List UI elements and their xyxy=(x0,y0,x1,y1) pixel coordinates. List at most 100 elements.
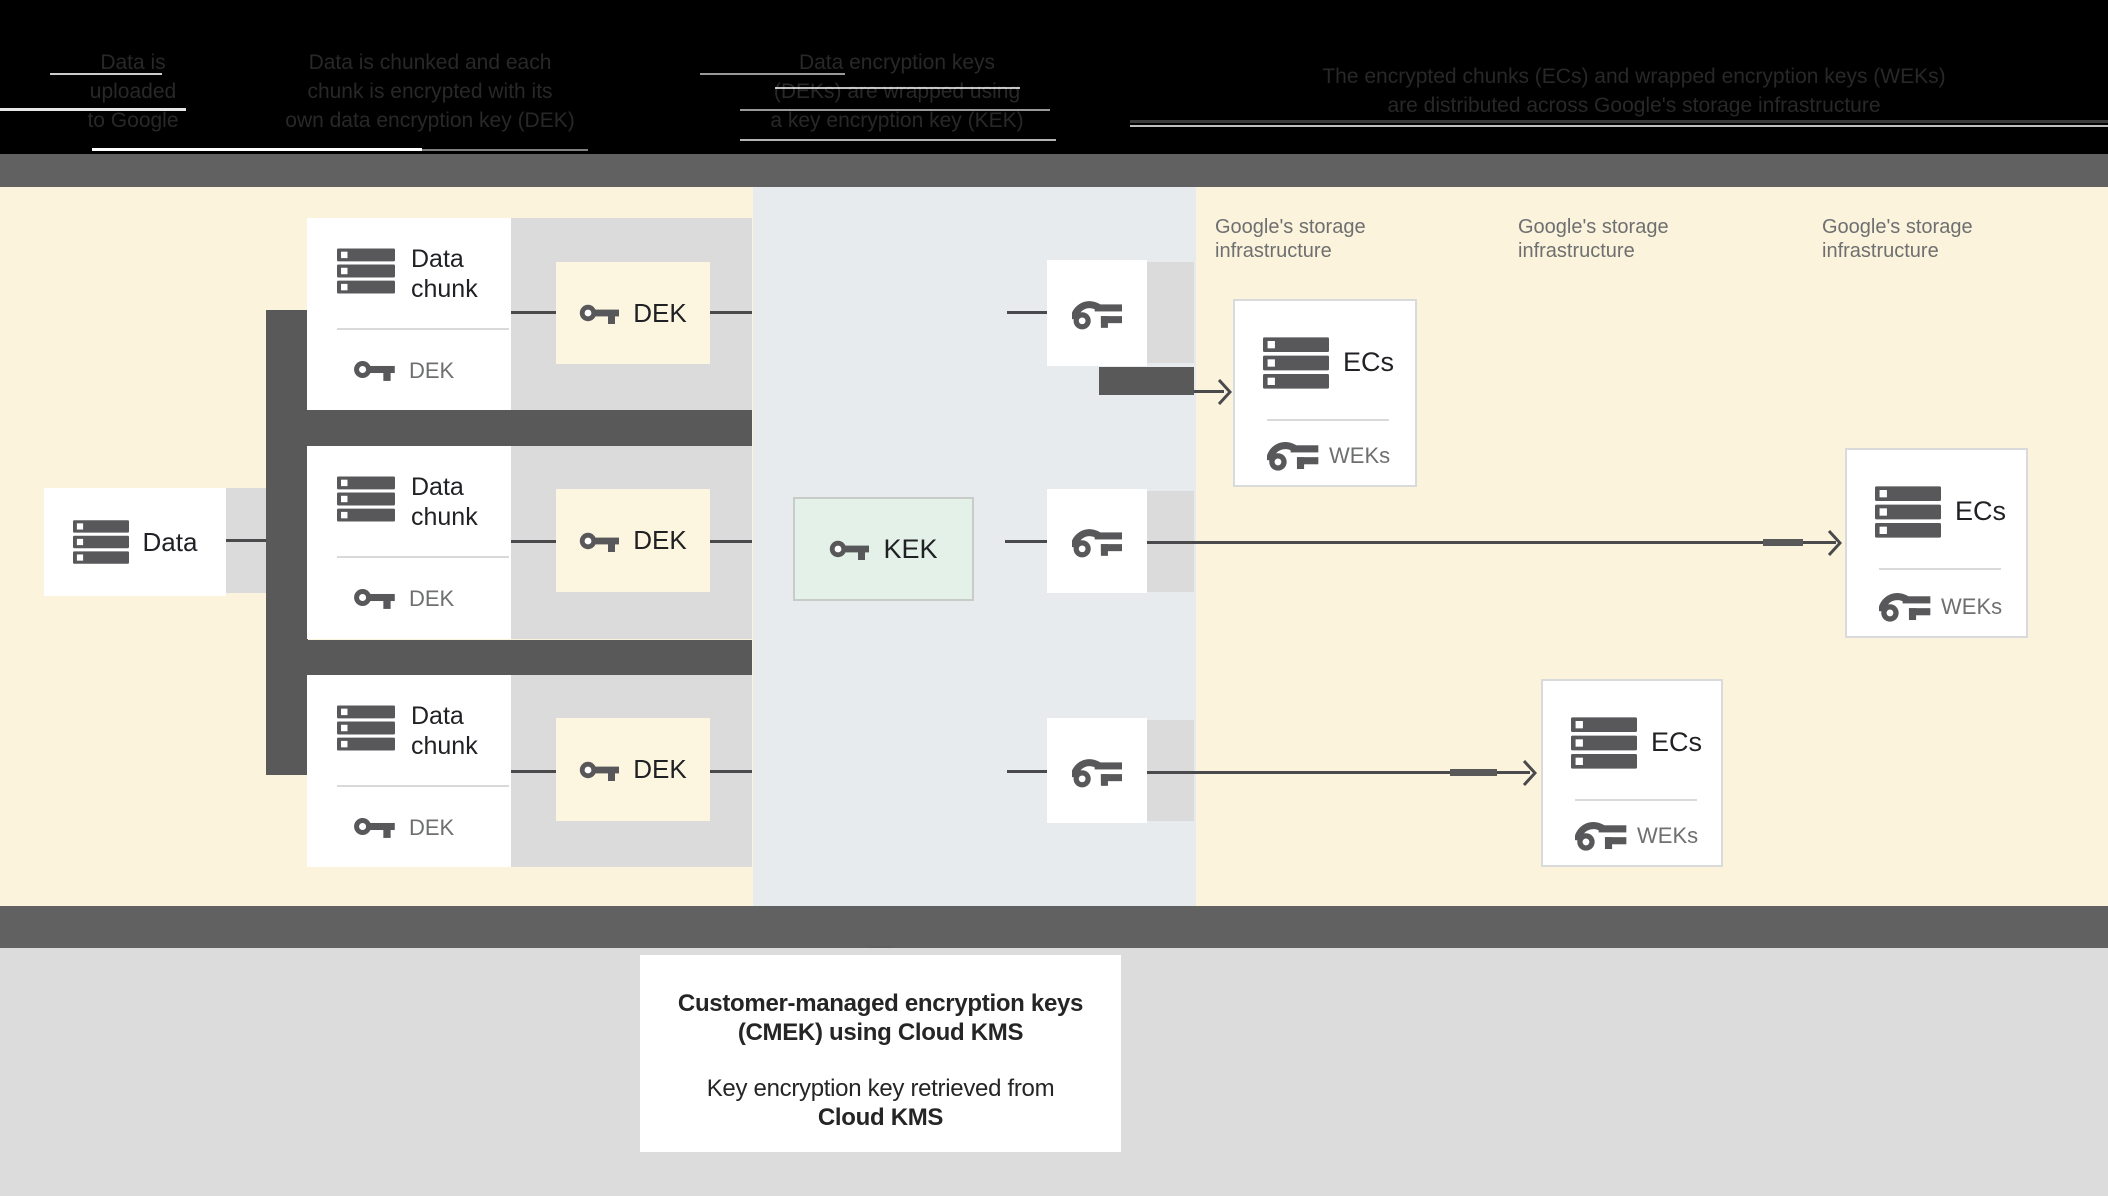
glitch-underline xyxy=(775,87,1020,89)
ecs-box-label: ECs xyxy=(1343,347,1395,377)
data-chunk-box-3: Data chunk DEK xyxy=(307,675,511,867)
divider xyxy=(1267,419,1389,421)
ecs-weks-label: WEKs xyxy=(1329,443,1391,468)
caption-line: Data encryption keys xyxy=(798,51,996,74)
kek-box-label: KEK xyxy=(883,533,938,564)
arrow1-thick-band xyxy=(1099,367,1194,395)
data-stack-icon xyxy=(1571,717,1637,769)
data-chunk-box-2: Data chunk DEK xyxy=(307,446,511,639)
caption-line: a key encryption key (KEK) xyxy=(770,109,1024,132)
chunk-dek-label: DEK xyxy=(409,358,455,383)
caption-line: chunk is encrypted with its xyxy=(307,80,553,103)
top-divider-band xyxy=(0,154,2108,187)
storage-label-1: Google's storage infrastructure xyxy=(1215,215,1455,263)
glitch-underline xyxy=(740,109,1050,111)
data-stack-icon xyxy=(1875,486,1941,538)
ecs-box-3: ECs WEKs xyxy=(1541,679,1723,867)
data-stack-icon xyxy=(337,248,395,294)
chunk-box-title: Data chunk xyxy=(411,472,478,532)
chunk-box-title: Data chunk xyxy=(411,244,478,304)
cmek-caption-box: Customer-managed encryption keys (CMEK) … xyxy=(640,955,1121,1152)
chunk-title-line: Data xyxy=(411,245,464,273)
caption-step-upload: Data is uploaded to Google xyxy=(13,48,253,135)
caption-step-chunked: Data is chunked and each chunk is encryp… xyxy=(230,48,630,135)
caption-line: are distributed across Google's storage … xyxy=(1387,94,1881,117)
arrow-right-icon xyxy=(1828,530,1842,556)
caption-step-wrapped: Data encryption keys (DEKs) are wrapped … xyxy=(727,48,1067,135)
ecs-weks-label: WEKs xyxy=(1637,823,1699,848)
key-icon xyxy=(829,536,869,562)
arrow3-line xyxy=(1143,771,1530,774)
arrow1-line xyxy=(1194,390,1224,393)
storage-label-3: Google's storage infrastructure xyxy=(1822,215,2062,263)
storage-label-line: infrastructure xyxy=(1822,240,1939,262)
chunk-box-title: Data chunk xyxy=(411,701,478,761)
glitch-underline xyxy=(740,139,1056,141)
connector-chunk1-dek1 xyxy=(511,311,556,314)
connector-dek1-out xyxy=(710,311,752,314)
storage-label-line: infrastructure xyxy=(1215,240,1332,262)
caption-bold-line: (CMEK) using Cloud KMS xyxy=(737,1019,1024,1046)
dek-box-3: DEK xyxy=(556,718,710,821)
kek-box: KEK xyxy=(793,497,974,601)
glitch-underline xyxy=(92,148,422,151)
bottom-divider-band xyxy=(0,906,2108,948)
footer-area: Customer-managed encryption keys (CMEK) … xyxy=(0,948,2108,1196)
connector-dek2-kek xyxy=(710,540,752,543)
storage-label-line: infrastructure xyxy=(1518,240,1635,262)
connector-chunk3-dek3 xyxy=(511,770,556,773)
divider xyxy=(1575,799,1697,801)
connector-keybox2-in xyxy=(1005,540,1047,543)
wrapped-key-icon xyxy=(1879,586,1931,624)
storage-label-line: Google's storage xyxy=(1518,216,1669,238)
header-caption-band: Data is uploaded to Google Data is chunk… xyxy=(0,0,2108,154)
caption-step-distributed: The encrypted chunks (ECs) and wrapped e… xyxy=(1294,62,1974,120)
chunk-title-line: Data xyxy=(411,473,464,501)
caption-spacer xyxy=(640,1047,1121,1074)
data-stack-icon xyxy=(1263,337,1329,389)
chunk-title-line: chunk xyxy=(411,503,478,531)
ecs-box-1: ECs WEKs xyxy=(1233,299,1417,487)
connector-data-trunk xyxy=(226,539,266,542)
fanout-tooth-1 xyxy=(266,410,752,446)
divider xyxy=(337,328,509,330)
key-icon xyxy=(353,813,395,840)
chunk-dek-label: DEK xyxy=(409,586,455,611)
glitch-underline xyxy=(700,73,845,75)
wrapped-key-icon xyxy=(1575,815,1627,853)
caption-line: The encrypted chunks (ECs) and wrapped e… xyxy=(1322,65,1946,88)
key-icon xyxy=(579,757,619,783)
ecs-box-label: ECs xyxy=(1955,496,2007,526)
arrow2-dark-segment xyxy=(1763,539,1803,546)
arrow2-line xyxy=(1143,541,1836,544)
chunk-dek-label: DEK xyxy=(409,815,455,840)
wrapped-key-icon xyxy=(1072,294,1122,332)
wrapped-key-box-2 xyxy=(1047,489,1147,593)
caption-regular-line: Key encryption key retrieved from xyxy=(706,1075,1055,1102)
diagram-area: Google's storage infrastructure Google's… xyxy=(0,187,2108,906)
caption-line: uploaded xyxy=(89,80,177,103)
data-stack-icon xyxy=(73,520,129,564)
caption-line: (DEKs) are wrapped using xyxy=(773,80,1021,103)
divider xyxy=(337,556,509,558)
data-stack-icon xyxy=(337,705,395,751)
data-chunk-box-1: Data chunk DEK xyxy=(307,218,511,410)
arrow-right-icon xyxy=(1218,379,1232,405)
connector-dek3-out xyxy=(710,770,752,773)
storage-label-line: Google's storage xyxy=(1822,216,1973,238)
glitch-underline xyxy=(1130,120,2108,123)
caption-bold-line: Customer-managed encryption keys xyxy=(677,990,1084,1017)
glitch-underline xyxy=(50,73,162,75)
dek-box-label: DEK xyxy=(633,525,687,555)
divider xyxy=(1879,568,2001,570)
keybox-band-1 xyxy=(1145,262,1194,363)
caption-bold-line: Cloud KMS xyxy=(817,1104,944,1131)
storage-label-line: Google's storage xyxy=(1215,216,1366,238)
dek-box-1: DEK xyxy=(556,262,710,364)
fanout-tooth-2 xyxy=(266,640,752,675)
data-stack-icon xyxy=(337,476,395,522)
caption-line: Data is chunked and each xyxy=(308,51,552,74)
connector-keybox3-in xyxy=(1007,770,1049,773)
fanout-trunk xyxy=(266,310,308,775)
